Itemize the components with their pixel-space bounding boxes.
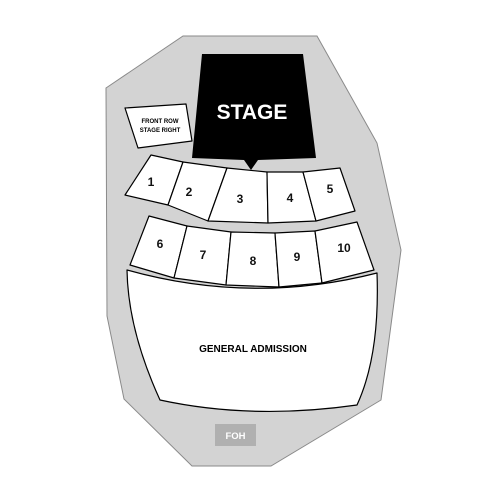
- section-4-label: 4: [287, 191, 294, 205]
- front-row-stage-right[interactable]: [124, 103, 193, 149]
- section-3-label: 3: [237, 192, 244, 206]
- stage: [192, 54, 316, 170]
- section-5[interactable]: [302, 167, 356, 222]
- section-2-label: 2: [186, 185, 193, 199]
- section-5-label: 5: [327, 182, 334, 196]
- section-9-label: 9: [294, 250, 301, 264]
- section-1-label: 1: [148, 175, 155, 189]
- general-admission-label: GENERAL ADMISSION: [199, 344, 307, 355]
- section-7-label: 7: [200, 248, 207, 262]
- front-row-label-line2: STAGE RIGHT: [140, 128, 181, 134]
- foh-label: FOH: [225, 431, 245, 442]
- general-admission[interactable]: [126, 269, 378, 412]
- stage-label: STAGE: [217, 101, 288, 124]
- foh-box: [215, 424, 256, 446]
- front-row-label-line1: FRONT ROW: [142, 119, 179, 125]
- section-10-label: 10: [337, 241, 351, 255]
- section-6-label: 6: [157, 237, 164, 251]
- section-8-label: 8: [250, 254, 257, 268]
- section-10[interactable]: [314, 221, 375, 284]
